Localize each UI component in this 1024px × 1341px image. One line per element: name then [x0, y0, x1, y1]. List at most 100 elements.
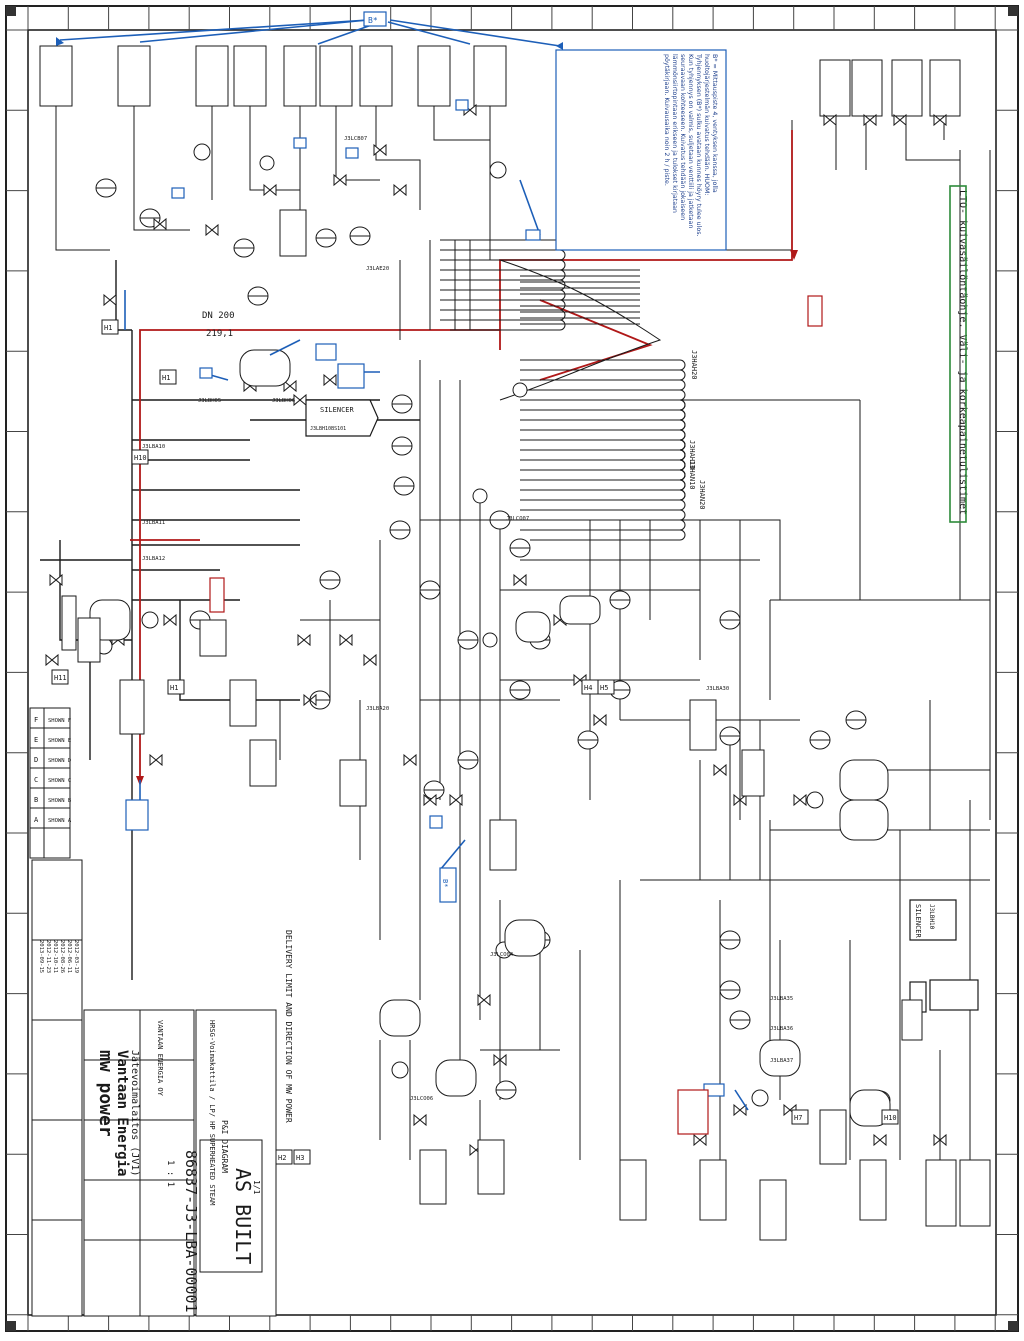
- equipment-box: [477, 1139, 505, 1195]
- valve-symbol: [873, 1133, 887, 1147]
- valve-tag: J3LCO07: [506, 516, 529, 522]
- drawing-heading: LTO- kuivasäilöntäohje. Väli- ja korkeap…: [957, 190, 968, 515]
- equipment-box: [249, 739, 277, 787]
- revision-text: SHOWN E: [48, 738, 71, 744]
- corner-mark-br: [1008, 1321, 1018, 1331]
- serpentine-tube: [520, 449, 686, 461]
- valve-symbol: [403, 753, 417, 767]
- serpentine-tube: [520, 469, 686, 481]
- silencer-1-shape: [305, 399, 379, 437]
- b-star-marker: B*: [368, 16, 378, 25]
- valve-symbol: [393, 183, 407, 197]
- valve-symbol: [297, 633, 311, 647]
- title-block-frame: [29, 707, 277, 1317]
- pipe-size-label: DN 200: [202, 311, 235, 321]
- h-marker: H1: [104, 324, 112, 332]
- corner-mark-bl: [6, 1321, 16, 1331]
- h-marker: H2: [278, 1154, 286, 1162]
- serpentine-tube: [520, 459, 686, 471]
- equipment-box: [741, 749, 765, 797]
- annotation-arrow: [556, 42, 563, 50]
- revision-text: SHOWN C: [48, 778, 71, 784]
- h-marker: H1: [162, 374, 170, 382]
- equipment-box: [859, 1159, 887, 1221]
- revision-letter: E: [34, 736, 38, 744]
- equipment-box: [417, 45, 451, 107]
- serpentine-tube: [520, 459, 686, 471]
- valve-tag: J3LAE20: [366, 266, 389, 272]
- superheater-tag: J3HAH20: [690, 350, 698, 380]
- valve-symbol: [793, 793, 807, 807]
- valve-symbol: [163, 613, 177, 627]
- revision-letter: C: [34, 776, 38, 784]
- document-subtitle: P&I DIAGRAM: [220, 1120, 229, 1173]
- valve-tag: J3LBA36: [770, 1026, 793, 1032]
- serpentine-tube: [520, 439, 686, 451]
- equipment-box: [489, 819, 517, 871]
- valve-tag: J3LBH06: [272, 398, 295, 404]
- client-name: VANTAAN ENERGIA OY: [156, 1020, 164, 1097]
- serpentine-tube: [520, 429, 686, 441]
- serpentine-tube: [520, 449, 686, 461]
- serpentine-tube: [520, 439, 686, 451]
- valve-symbol: [423, 793, 437, 807]
- valve-symbol: [333, 173, 347, 187]
- valve-tags: J3LBA10J3LBA11J3LBA12J3LBA20J3LBA30J3LBA…: [142, 136, 793, 1102]
- silencer-1-tag: J3LBH10BS101: [310, 426, 346, 432]
- valve-tag: J3LBA12: [142, 556, 165, 562]
- revision-date: 2012-06-11: [66, 940, 72, 973]
- annotation-arrow: [56, 37, 64, 46]
- valve-symbol: [823, 113, 837, 127]
- equipment-box: [119, 679, 145, 735]
- valve-symbol: [49, 573, 63, 587]
- equipment-box: [195, 45, 229, 107]
- document-number: 86837-J3-LBA-00001: [182, 1150, 200, 1313]
- valve-symbol: [493, 1053, 507, 1067]
- serpentine-tube: [520, 399, 686, 411]
- tank: [379, 999, 421, 1037]
- serpentine-tube: [440, 289, 566, 301]
- note-box-text: B* = Mittauspiste 4, ventyksen kanssa, j…: [663, 54, 718, 237]
- equipment-box: [699, 1159, 727, 1221]
- tank: [849, 1089, 891, 1127]
- serpentine-tube: [520, 479, 686, 491]
- valve-symbol: [45, 653, 59, 667]
- serpentine-tube: [440, 319, 566, 331]
- equipment-box: [959, 1159, 991, 1227]
- serpentine-tube: [520, 439, 686, 451]
- as-built-stamp: AS BUILT: [231, 1168, 255, 1264]
- equipment-box: [61, 595, 77, 651]
- revision-letter: A: [34, 816, 39, 824]
- tank: [559, 595, 601, 625]
- valve-symbol: [513, 573, 527, 587]
- scale-value: 1 : 1: [165, 1160, 175, 1187]
- serpentine-tube: [520, 479, 686, 491]
- central-lines: [279, 240, 781, 1060]
- h-marker: H10: [134, 454, 147, 462]
- superheater-tag: J3HAH10: [688, 440, 696, 470]
- valve-tag: J3LBA11: [142, 520, 165, 526]
- h-marker: H5: [600, 684, 608, 692]
- serpentine-tube: [520, 409, 686, 421]
- h-marker: H7: [794, 1114, 802, 1122]
- equipment-box: [199, 619, 227, 657]
- revision-text: SHOWN D: [48, 758, 71, 764]
- equipment-box: [891, 59, 923, 117]
- equipment-box: [929, 59, 961, 117]
- valve-symbol: [293, 393, 307, 407]
- serpentine-tube: [520, 429, 686, 441]
- revision-letter: F: [34, 716, 38, 724]
- valve-symbol: [593, 713, 607, 727]
- equipment-box: [39, 45, 73, 107]
- valve-tag: J3LCO06: [410, 1096, 433, 1102]
- equipment-box: [473, 45, 507, 107]
- valve-symbol: [339, 633, 353, 647]
- equipment-box: [117, 45, 151, 107]
- tank: [839, 799, 889, 841]
- valve-tag: J3LBA30: [706, 686, 729, 692]
- equipment-box: [319, 45, 353, 107]
- plant-name: Jätevoimalaitos (JV1): [129, 1050, 140, 1176]
- serpentine-tube: [520, 419, 686, 431]
